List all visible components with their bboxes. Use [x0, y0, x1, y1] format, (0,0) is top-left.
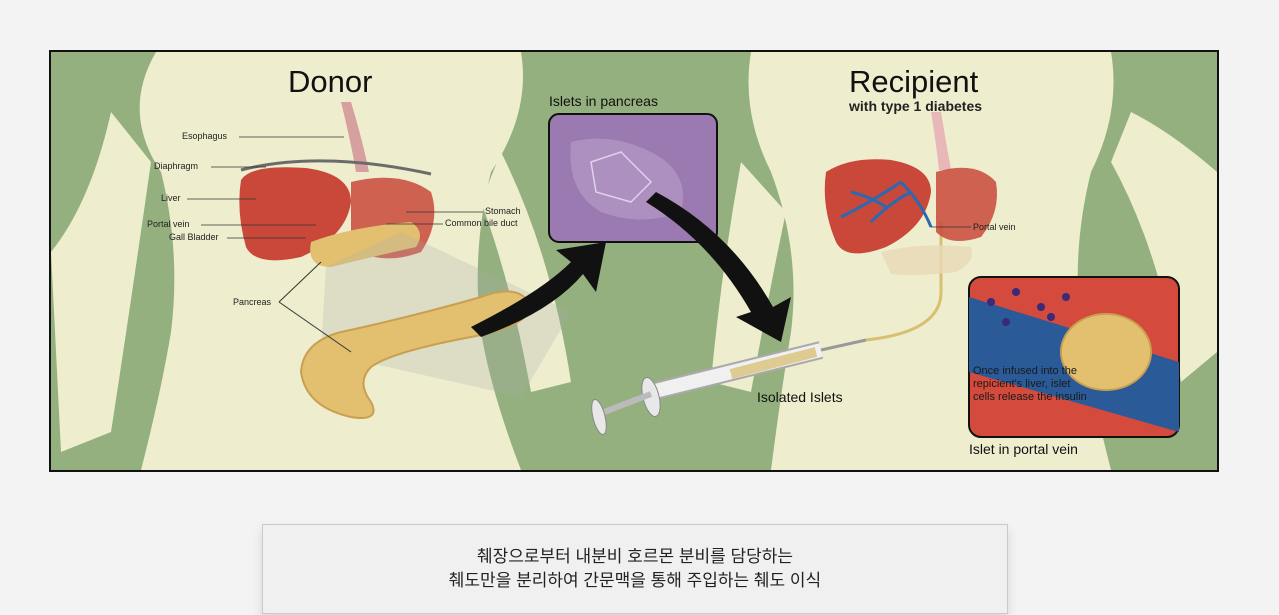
recipient-arm-right	[1111, 112, 1217, 382]
isolated-islets-label: Isolated Islets	[757, 389, 843, 405]
esophagus-shape	[341, 102, 369, 172]
caption-line-2: 췌도만을 분리하여 간문맥을 통해 주입하는 췌도 이식	[448, 571, 822, 590]
caption-line-1: 췌장으로부터 내분비 호르몬 분비를 담당하는	[476, 547, 794, 566]
label-portal-vein: Portal vein	[147, 219, 190, 229]
label-gall-bladder: Gall Bladder	[169, 232, 219, 242]
label-pancreas: Pancreas	[233, 297, 272, 307]
recipient-esophagus	[931, 112, 951, 170]
islets-in-pancreas-label: Islets in pancreas	[549, 93, 658, 109]
recipient-liver	[824, 159, 931, 254]
pancreas-pointer-1	[278, 301, 352, 353]
donor-pancreas-small	[310, 222, 420, 267]
caption-box: 췌장으로부터 내분비 호르몬 분비를 담당하는 췌도만을 분리하여 간문맥을 통…	[262, 524, 1008, 614]
donor-liver	[239, 167, 351, 261]
recipient-veins	[840, 180, 933, 228]
donor-arm-right	[481, 152, 571, 392]
syringe	[591, 338, 867, 436]
catheter-line	[865, 222, 943, 342]
label-common-bile-duct: Common bile duct	[445, 218, 518, 228]
label-diaphragm: Diaphragm	[154, 161, 199, 171]
portal-vein-inset	[968, 276, 1180, 438]
recipient-title: Recipient	[849, 64, 979, 99]
recipient-pancreas	[881, 245, 972, 276]
inset-note: Once infused into the repicient's liver,…	[973, 365, 1087, 403]
label-esophagus: Esophagus	[182, 131, 228, 141]
recipient-subtitle: with type 1 diabetes	[849, 98, 983, 114]
donor-arm-left	[51, 112, 151, 452]
arrow-to-syringe	[646, 192, 791, 342]
donor-title: Donor	[288, 64, 373, 99]
label-stomach: Stomach	[485, 206, 521, 216]
label-liver: Liver	[161, 193, 181, 203]
illustration-panel: Donor Recipient with type 1 diabetes Isl…	[49, 50, 1219, 472]
arrow-to-histology	[471, 242, 606, 337]
donor-pancreas-large	[299, 290, 533, 419]
pancreas-pointer-2	[278, 261, 322, 303]
transplant-illustration	[51, 52, 1217, 470]
islet-in-portal-vein-label: Islet in portal vein	[969, 441, 1078, 457]
recipient-stomach	[936, 167, 997, 241]
label-recipient-portal-vein: Portal vein	[973, 222, 1016, 232]
diaphragm-shape	[240, 159, 432, 176]
